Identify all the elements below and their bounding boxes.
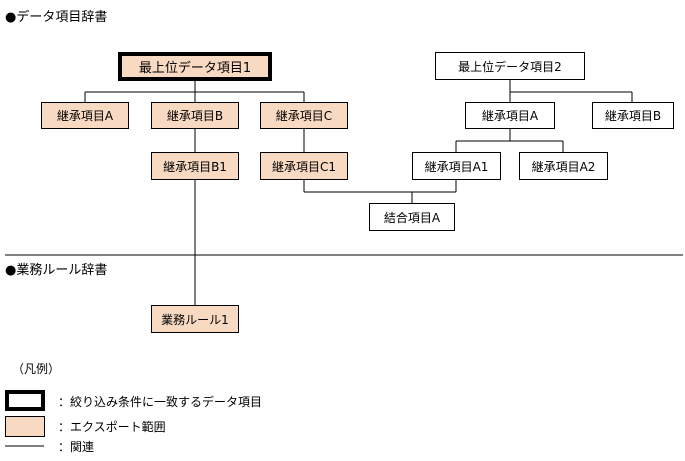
legend-relation-label: ：関連 (58, 440, 95, 454)
node-inherit-a[interactable]: 継承項目A (41, 102, 129, 129)
data-dictionary-heading: ●データ項目辞書 (5, 10, 108, 25)
node-top-item-2[interactable]: 最上位データ項目2 (435, 52, 585, 80)
node-inherit-c[interactable]: 継承項目C (260, 102, 348, 129)
node-t2-inherit-a[interactable]: 継承項目A (465, 102, 555, 129)
legend-export-label: ：エクスポート範囲 (58, 420, 166, 434)
node-inherit-b[interactable]: 継承項目B (151, 102, 239, 129)
node-t2-inherit-a2[interactable]: 継承項目A2 (519, 152, 608, 180)
node-inherit-c1[interactable]: 継承項目C1 (260, 152, 348, 180)
legend-selected-label: ：絞り込み条件に一致するデータ項目 (58, 395, 263, 409)
node-join-item-a[interactable]: 結合項目A (369, 203, 455, 231)
node-inherit-b1[interactable]: 継承項目B1 (151, 152, 239, 180)
node-top-item-1[interactable]: 最上位データ項目1 (118, 52, 272, 81)
legend-selected-swatch (5, 390, 45, 411)
rule-dictionary-heading: ●業務ルール辞書 (5, 263, 108, 278)
node-t2-inherit-a1[interactable]: 継承項目A1 (412, 152, 501, 180)
node-t2-inherit-b[interactable]: 継承項目B (592, 102, 674, 129)
legend-export-swatch (5, 416, 45, 437)
legend-title: （凡例） (12, 362, 61, 376)
node-business-rule-1[interactable]: 業務ルール1 (151, 305, 239, 333)
